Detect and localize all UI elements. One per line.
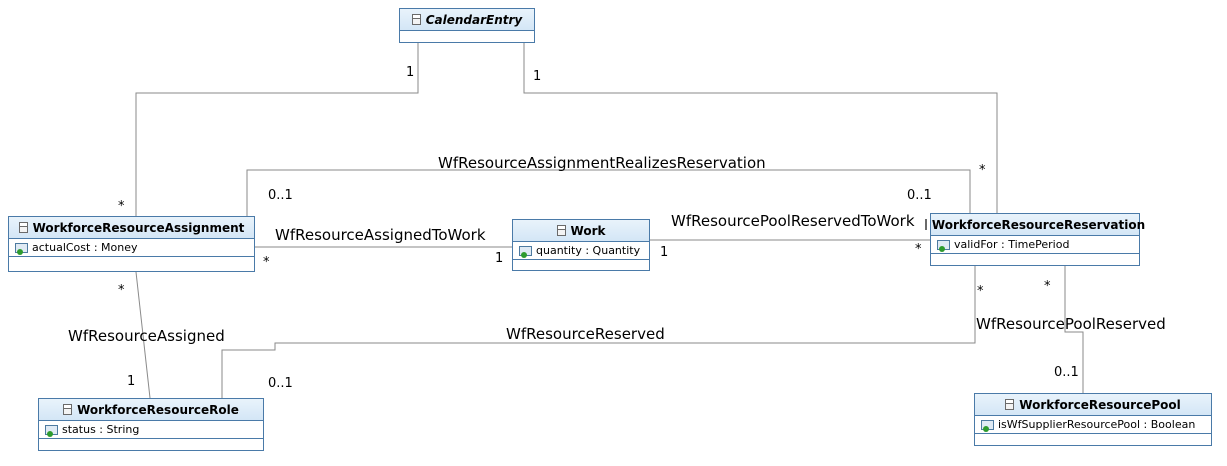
class-header: WorkforceResourceAssignment [9, 217, 254, 239]
attribute-text: actualCost : Money [32, 241, 138, 254]
mult-pool-reserved-to-work-work-end: 1 [660, 245, 669, 260]
class-header: WorkforceResourceReservation [924, 214, 1145, 236]
attribute-row: validFor : TimePeriod [931, 236, 1139, 254]
class-icon [924, 219, 927, 230]
attribute-icon [519, 245, 532, 258]
assoc-label-realizes-reservation: WfResourceAssignmentRealizesReservation [438, 154, 766, 172]
class-workforce-resource-assignment[interactable]: WorkforceResourceAssignment actualCost :… [8, 216, 255, 272]
attribute-icon [15, 242, 28, 255]
class-name: WorkforceResourceReservation [931, 217, 1146, 232]
class-header: CalendarEntry [400, 9, 534, 31]
attribute-row: status : String [39, 421, 263, 439]
attribute-text: status : String [62, 423, 140, 436]
class-calendar-entry[interactable]: CalendarEntry [399, 8, 535, 43]
edge-pool-reserved[interactable] [1064, 266, 1084, 393]
class-name: CalendarEntry [425, 12, 523, 27]
assoc-label-pool-reserved-to-work: WfResourcePoolReservedToWork [671, 212, 915, 230]
class-icon [411, 14, 421, 25]
edge-calendar-reservation[interactable] [523, 43, 998, 213]
edge-reserved[interactable] [221, 266, 976, 398]
mult-calendar-assignment-top: 1 [406, 65, 415, 80]
mult-assigned-assignment-end: * [118, 283, 125, 298]
edge-assigned[interactable] [135, 271, 151, 399]
attribute-text: isWfSupplierResourcePool : Boolean [998, 418, 1196, 431]
mult-calendar-reservation-end: * [979, 163, 986, 178]
class-header: WorkforceResourceRole [39, 399, 263, 421]
assoc-label-reserved: WfResourceReserved [506, 325, 665, 343]
mult-pool-reserved-pool-end: 0..1 [1054, 365, 1079, 380]
class-icon [556, 225, 566, 236]
attribute-row: isWfSupplierResourcePool : Boolean [975, 416, 1211, 434]
class-workforce-resource-role[interactable]: WorkforceResourceRole status : String [38, 398, 264, 451]
mult-assigned-to-work-work-end: 1 [495, 251, 504, 266]
mult-assigned-to-work-assignment-end: * [263, 255, 270, 270]
mult-calendar-assignment-end: * [118, 199, 125, 214]
assoc-label-pool-reserved: WfResourcePoolReserved [976, 315, 1166, 333]
attribute-text: validFor : TimePeriod [954, 238, 1070, 251]
mult-pool-reserved-reservation-end: * [1044, 279, 1051, 294]
class-icon [63, 404, 73, 415]
class-icon [1005, 399, 1015, 410]
mult-reserved-reservation-end: * [977, 284, 984, 299]
attribute-icon [937, 239, 950, 252]
attribute-icon [45, 424, 58, 437]
attribute-row: actualCost : Money [9, 239, 254, 257]
mult-realizes-reservation-end: 0..1 [907, 188, 932, 203]
class-name: Work [570, 223, 606, 238]
assoc-label-assigned: WfResourceAssigned [68, 327, 225, 345]
mult-realizes-assignment-end: 0..1 [268, 188, 293, 203]
class-icon [18, 222, 28, 233]
class-name: WorkforceResourceAssignment [32, 220, 245, 235]
attribute-icon [981, 419, 994, 432]
edge-realizes-reservation[interactable] [246, 169, 971, 216]
class-workforce-resource-pool[interactable]: WorkforceResourcePool isWfSupplierResour… [974, 393, 1212, 446]
class-name: WorkforceResourceRole [77, 402, 239, 417]
class-name: WorkforceResourcePool [1019, 397, 1181, 412]
assoc-label-assigned-to-work: WfResourceAssignedToWork [275, 226, 486, 244]
mult-reserved-role-end: 0..1 [268, 376, 293, 391]
attribute-row: quantity : Quantity [513, 242, 649, 260]
mult-assigned-role-end: 1 [127, 374, 136, 389]
class-workforce-resource-reservation[interactable]: WorkforceResourceReservation validFor : … [924, 213, 1145, 266]
attribute-text: quantity : Quantity [536, 244, 641, 257]
mult-pool-reserved-to-work-reservation-end: * [915, 242, 922, 257]
edge-calendar-assignment[interactable] [135, 43, 419, 216]
mult-calendar-reservation-top: 1 [533, 69, 542, 84]
class-header: WorkforceResourcePool [975, 394, 1211, 416]
class-header: Work [513, 220, 649, 242]
class-work[interactable]: Work quantity : Quantity [512, 219, 650, 271]
